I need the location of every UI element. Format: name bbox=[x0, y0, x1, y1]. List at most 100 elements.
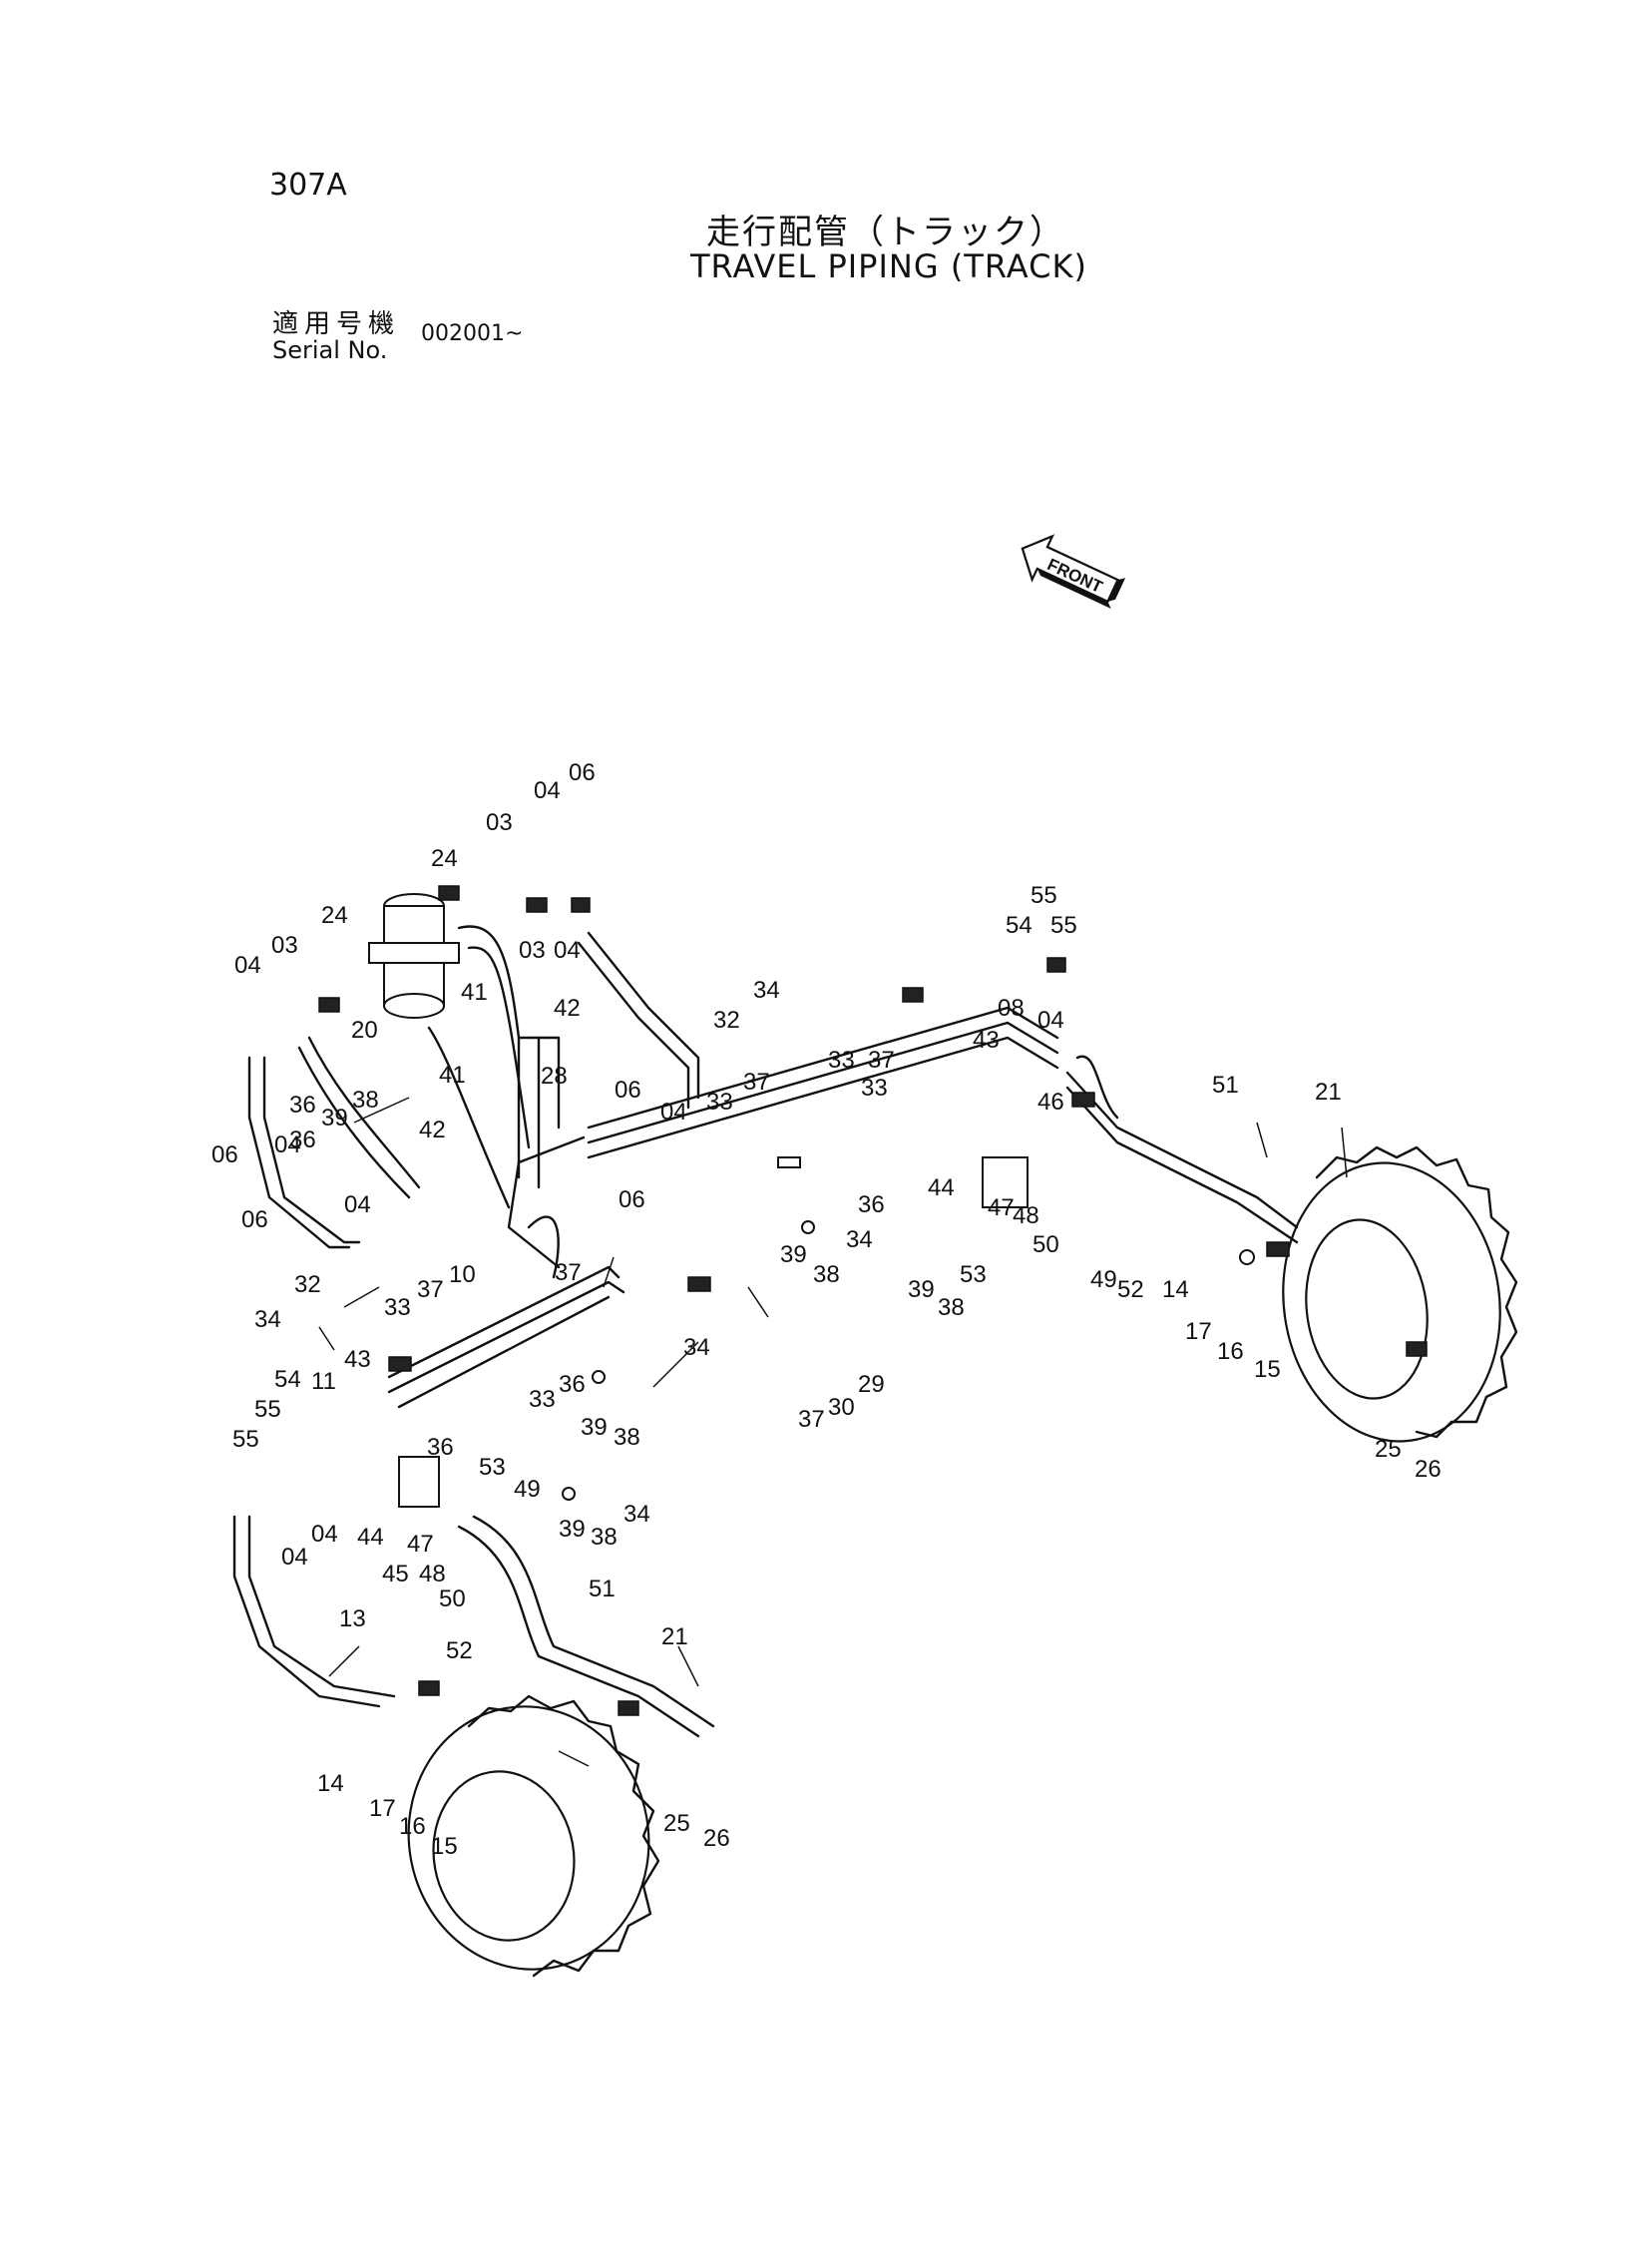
callout-33: 33 bbox=[828, 1047, 855, 1074]
callout-49: 49 bbox=[514, 1476, 541, 1503]
callout-16: 16 bbox=[399, 1813, 426, 1840]
callout-38: 38 bbox=[352, 1087, 379, 1114]
callout-04: 04 bbox=[554, 937, 581, 964]
callout-36: 36 bbox=[289, 1127, 316, 1153]
callout-38: 38 bbox=[591, 1524, 618, 1551]
callout-06: 06 bbox=[615, 1077, 641, 1104]
callout-54: 54 bbox=[274, 1366, 301, 1393]
callout-04: 04 bbox=[1037, 1007, 1064, 1034]
callout-04: 04 bbox=[534, 777, 561, 804]
callout-52: 52 bbox=[1117, 1276, 1144, 1303]
callout-04: 04 bbox=[344, 1191, 371, 1218]
callout-28: 28 bbox=[541, 1063, 568, 1090]
callout-04: 04 bbox=[234, 952, 261, 979]
callout-48: 48 bbox=[419, 1561, 446, 1587]
callout-34: 34 bbox=[846, 1226, 873, 1253]
callout-47: 47 bbox=[988, 1194, 1015, 1221]
callout-37: 37 bbox=[555, 1259, 582, 1286]
callout-50: 50 bbox=[1032, 1231, 1059, 1258]
callout-38: 38 bbox=[614, 1424, 640, 1451]
callout-33: 33 bbox=[384, 1294, 411, 1321]
callout-04: 04 bbox=[281, 1544, 308, 1571]
callout-50: 50 bbox=[439, 1586, 466, 1612]
callout-55: 55 bbox=[1050, 912, 1077, 939]
callout-53: 53 bbox=[960, 1261, 987, 1288]
callout-36: 36 bbox=[289, 1092, 316, 1119]
serial-label-japanese: 適用号機 bbox=[272, 309, 401, 339]
leader-lines bbox=[318, 1097, 1348, 1767]
callout-06: 06 bbox=[569, 759, 596, 786]
callout-37: 37 bbox=[868, 1047, 895, 1074]
callout-55: 55 bbox=[1031, 882, 1057, 909]
callout-39: 39 bbox=[780, 1241, 807, 1268]
callout-03: 03 bbox=[271, 932, 298, 959]
callout-20: 20 bbox=[351, 1017, 378, 1044]
callout-15: 15 bbox=[431, 1833, 458, 1860]
callout-43: 43 bbox=[973, 1027, 1000, 1054]
callout-43: 43 bbox=[344, 1346, 371, 1373]
callout-38: 38 bbox=[813, 1261, 840, 1288]
callout-17: 17 bbox=[1185, 1318, 1212, 1345]
callout-34: 34 bbox=[623, 1501, 650, 1528]
callout-25: 25 bbox=[663, 1810, 690, 1837]
callout-15: 15 bbox=[1254, 1356, 1281, 1383]
callout-21: 21 bbox=[1315, 1079, 1342, 1106]
callout-55: 55 bbox=[232, 1426, 259, 1453]
title-japanese: 走行配管（トラック） bbox=[706, 213, 1065, 252]
callout-52: 52 bbox=[446, 1637, 473, 1664]
callout-29: 29 bbox=[858, 1371, 885, 1398]
callout-33: 33 bbox=[706, 1089, 733, 1116]
callout-39: 39 bbox=[321, 1105, 348, 1132]
callout-53: 53 bbox=[479, 1454, 506, 1481]
callout-37: 37 bbox=[743, 1069, 770, 1096]
right-travel-motor-wheel bbox=[1282, 1145, 1518, 1443]
callout-38: 38 bbox=[938, 1294, 965, 1321]
callout-45: 45 bbox=[382, 1561, 409, 1587]
upper-hoses bbox=[297, 925, 700, 1209]
callout-06: 06 bbox=[241, 1206, 268, 1233]
callout-41: 41 bbox=[461, 979, 488, 1006]
callout-39: 39 bbox=[908, 1276, 935, 1303]
callout-24: 24 bbox=[431, 845, 458, 872]
callout-24: 24 bbox=[321, 902, 348, 929]
callout-37: 37 bbox=[417, 1276, 444, 1303]
main-pipe-bundle bbox=[387, 1006, 1299, 1409]
callout-36: 36 bbox=[559, 1371, 586, 1398]
callout-47: 47 bbox=[407, 1531, 434, 1558]
callout-44: 44 bbox=[357, 1524, 384, 1551]
callout-06: 06 bbox=[619, 1186, 645, 1213]
callout-04: 04 bbox=[660, 1099, 687, 1126]
callout-17: 17 bbox=[369, 1795, 396, 1822]
callout-labels: 06 04 03 24 24 03 04 03 04 20 41 42 41 4… bbox=[211, 759, 1442, 1860]
center-joint bbox=[368, 893, 460, 1019]
callout-54: 54 bbox=[1006, 912, 1032, 939]
callout-33: 33 bbox=[529, 1386, 556, 1413]
callout-08: 08 bbox=[998, 995, 1025, 1022]
callout-14: 14 bbox=[1162, 1276, 1189, 1303]
callout-26: 26 bbox=[703, 1825, 730, 1852]
left-side-hoses bbox=[232, 1056, 715, 1738]
callout-13: 13 bbox=[339, 1605, 366, 1632]
callout-55: 55 bbox=[254, 1396, 281, 1423]
callout-51: 51 bbox=[1212, 1072, 1239, 1099]
callout-30: 30 bbox=[828, 1394, 855, 1421]
callout-39: 39 bbox=[581, 1414, 608, 1441]
callout-34: 34 bbox=[753, 977, 780, 1004]
callout-48: 48 bbox=[1013, 1202, 1039, 1229]
callout-10: 10 bbox=[449, 1261, 476, 1288]
page-code: 307A bbox=[269, 168, 347, 203]
callout-11: 11 bbox=[311, 1368, 336, 1395]
front-direction-arrow-icon: FRONT bbox=[1021, 534, 1126, 609]
callout-49: 49 bbox=[1090, 1266, 1117, 1293]
callout-14: 14 bbox=[317, 1770, 344, 1797]
callout-34: 34 bbox=[683, 1334, 710, 1361]
title-english: TRAVEL PIPING (TRACK) bbox=[690, 247, 1087, 285]
serial-number-value: 002001~ bbox=[421, 321, 524, 346]
callout-03: 03 bbox=[486, 809, 513, 836]
callout-16: 16 bbox=[1217, 1338, 1244, 1365]
callout-34: 34 bbox=[254, 1306, 281, 1333]
callout-39: 39 bbox=[559, 1516, 586, 1543]
callout-26: 26 bbox=[1415, 1456, 1442, 1483]
callout-25: 25 bbox=[1375, 1436, 1402, 1463]
